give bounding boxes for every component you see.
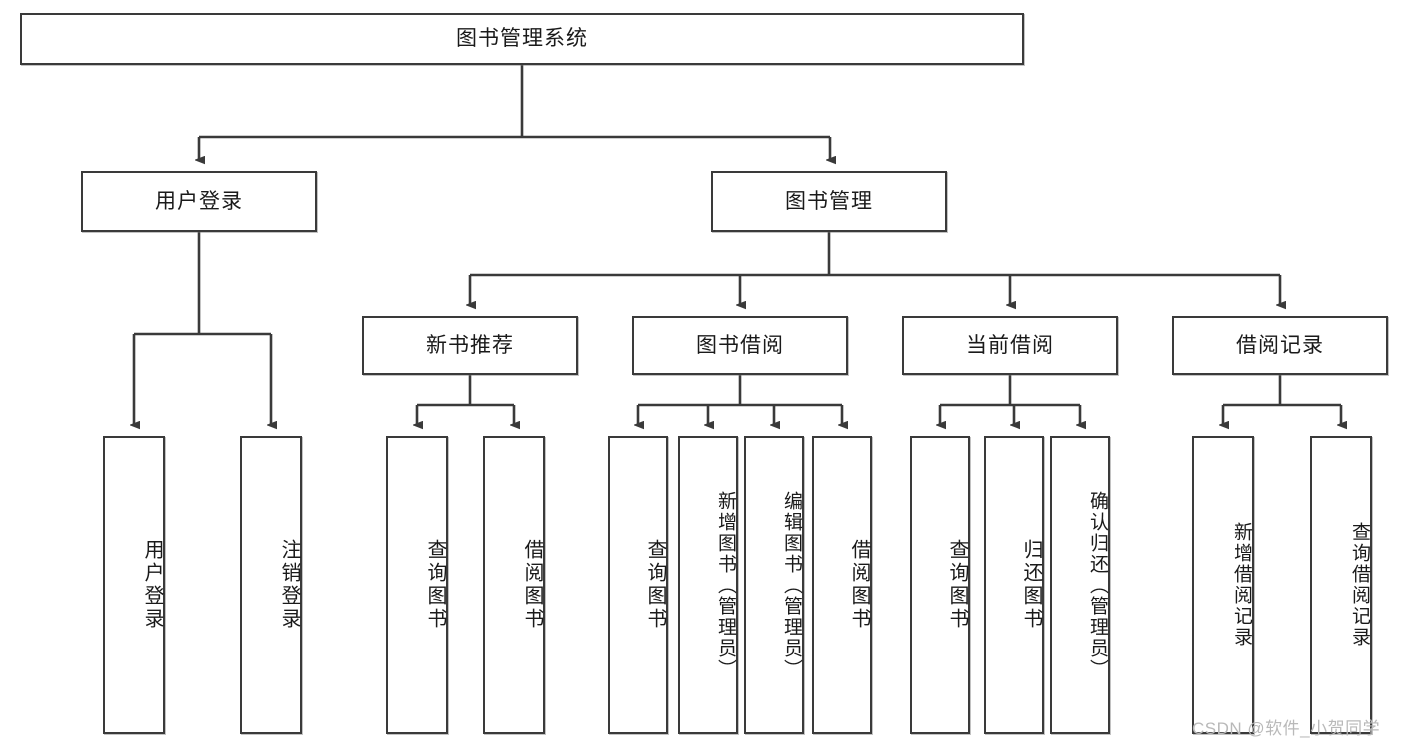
node-new-book-recommend[interactable]: 新书推荐 [362,316,578,375]
node-user-login[interactable]: 用户登录 [81,171,317,232]
leaf-query-book-recommend[interactable]: 查询图书 [386,436,448,734]
node-book-borrow[interactable]: 图书借阅 [632,316,848,375]
leaf-return-book[interactable]: 归还图书 [984,436,1044,734]
node-book-management[interactable]: 图书管理 [711,171,947,232]
leaf-query-borrow-record[interactable]: 查询借阅记录 [1310,436,1372,734]
leaf-add-book-admin[interactable]: 新增图书（管理员） [678,436,738,734]
leaf-borrow-book-recommend[interactable]: 借阅图书 [483,436,545,734]
leaf-add-borrow-record[interactable]: 新增借阅记录 [1192,436,1254,734]
node-borrow-record[interactable]: 借阅记录 [1172,316,1388,375]
node-current-borrow[interactable]: 当前借阅 [902,316,1118,375]
watermark-csdn: CSDN @软件_小贺同学 [1192,719,1381,738]
leaf-logout-login[interactable]: 注销登录 [240,436,302,734]
node-root[interactable]: 图书管理系统 [20,13,1024,65]
leaf-query-book-current[interactable]: 查询图书 [910,436,970,734]
leaf-query-book-borrow[interactable]: 查询图书 [608,436,668,734]
leaf-confirm-return-admin[interactable]: 确认归还（管理员） [1050,436,1110,734]
leaf-edit-book-admin[interactable]: 编辑图书（管理员） [744,436,804,734]
leaf-user-login[interactable]: 用户登录 [103,436,165,734]
leaf-borrow-book[interactable]: 借阅图书 [812,436,872,734]
